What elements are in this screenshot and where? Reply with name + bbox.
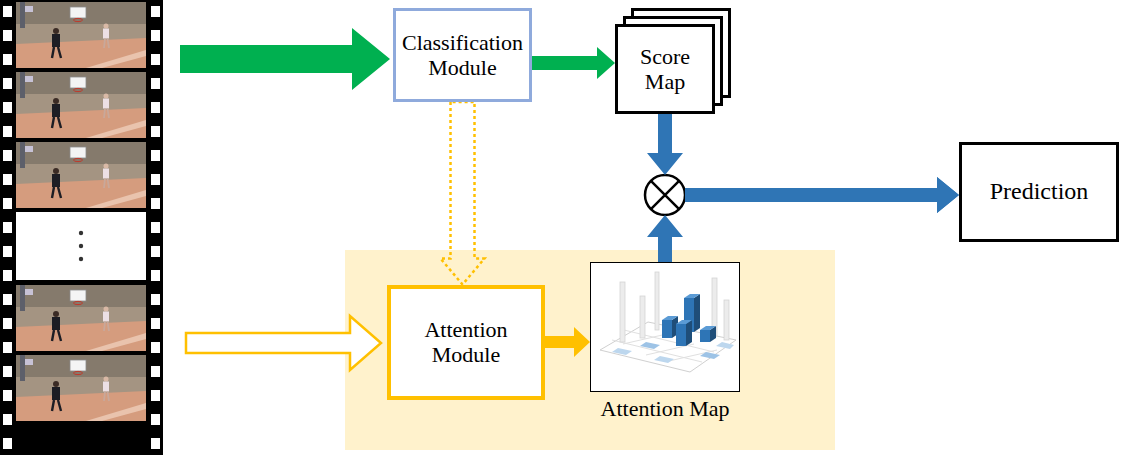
node-label: Prediction	[990, 178, 1089, 206]
attention-map-figure: Attention Map	[590, 262, 740, 423]
ellipsis-dot	[79, 231, 83, 235]
faint-bar	[640, 296, 645, 338]
video-frame	[16, 2, 146, 68]
score-map-box: Score Map	[615, 24, 715, 114]
video-frame	[16, 142, 146, 208]
chart-tile	[716, 342, 734, 349]
chart-tile	[700, 352, 720, 359]
yellow-arrow	[545, 327, 590, 357]
prediction-box: Prediction	[959, 142, 1119, 242]
classification-module-box: Classification Module	[393, 8, 532, 102]
film-strip	[0, 0, 163, 455]
multiply-operator	[645, 175, 685, 215]
faint-bar	[620, 282, 625, 342]
node-label: Classification Module	[400, 30, 525, 81]
faint-bar	[724, 300, 729, 340]
node-label: Score Map	[625, 44, 705, 95]
ellipsis-dot	[79, 257, 83, 261]
chart-bar	[700, 326, 716, 342]
chart-bar	[676, 320, 692, 346]
blue-arrow	[647, 177, 959, 262]
attention-branch-band	[345, 250, 835, 450]
green-arrow	[532, 47, 615, 79]
attention-map-frame	[590, 262, 740, 392]
video-frame	[16, 355, 146, 421]
attention-map-chart	[600, 272, 736, 372]
chart-tile	[640, 342, 660, 349]
ellipsis-dot	[79, 244, 83, 248]
attention-map-ground	[590, 262, 740, 392]
chart-tile	[612, 348, 632, 355]
node-label: Attention Map	[601, 396, 730, 421]
faint-bar	[655, 272, 659, 330]
video-frame	[16, 285, 146, 351]
hollow-input-arrow	[186, 316, 381, 370]
chart-bar	[662, 316, 678, 338]
video-frame	[16, 72, 146, 138]
ellipsis-gap	[16, 212, 146, 280]
node-label: Attention Module	[401, 317, 531, 368]
dotted-guidance-arrow	[441, 102, 485, 285]
input-arrow	[180, 28, 390, 90]
chart-tile	[654, 356, 674, 363]
attention-module-box: Attention Module	[387, 285, 545, 400]
